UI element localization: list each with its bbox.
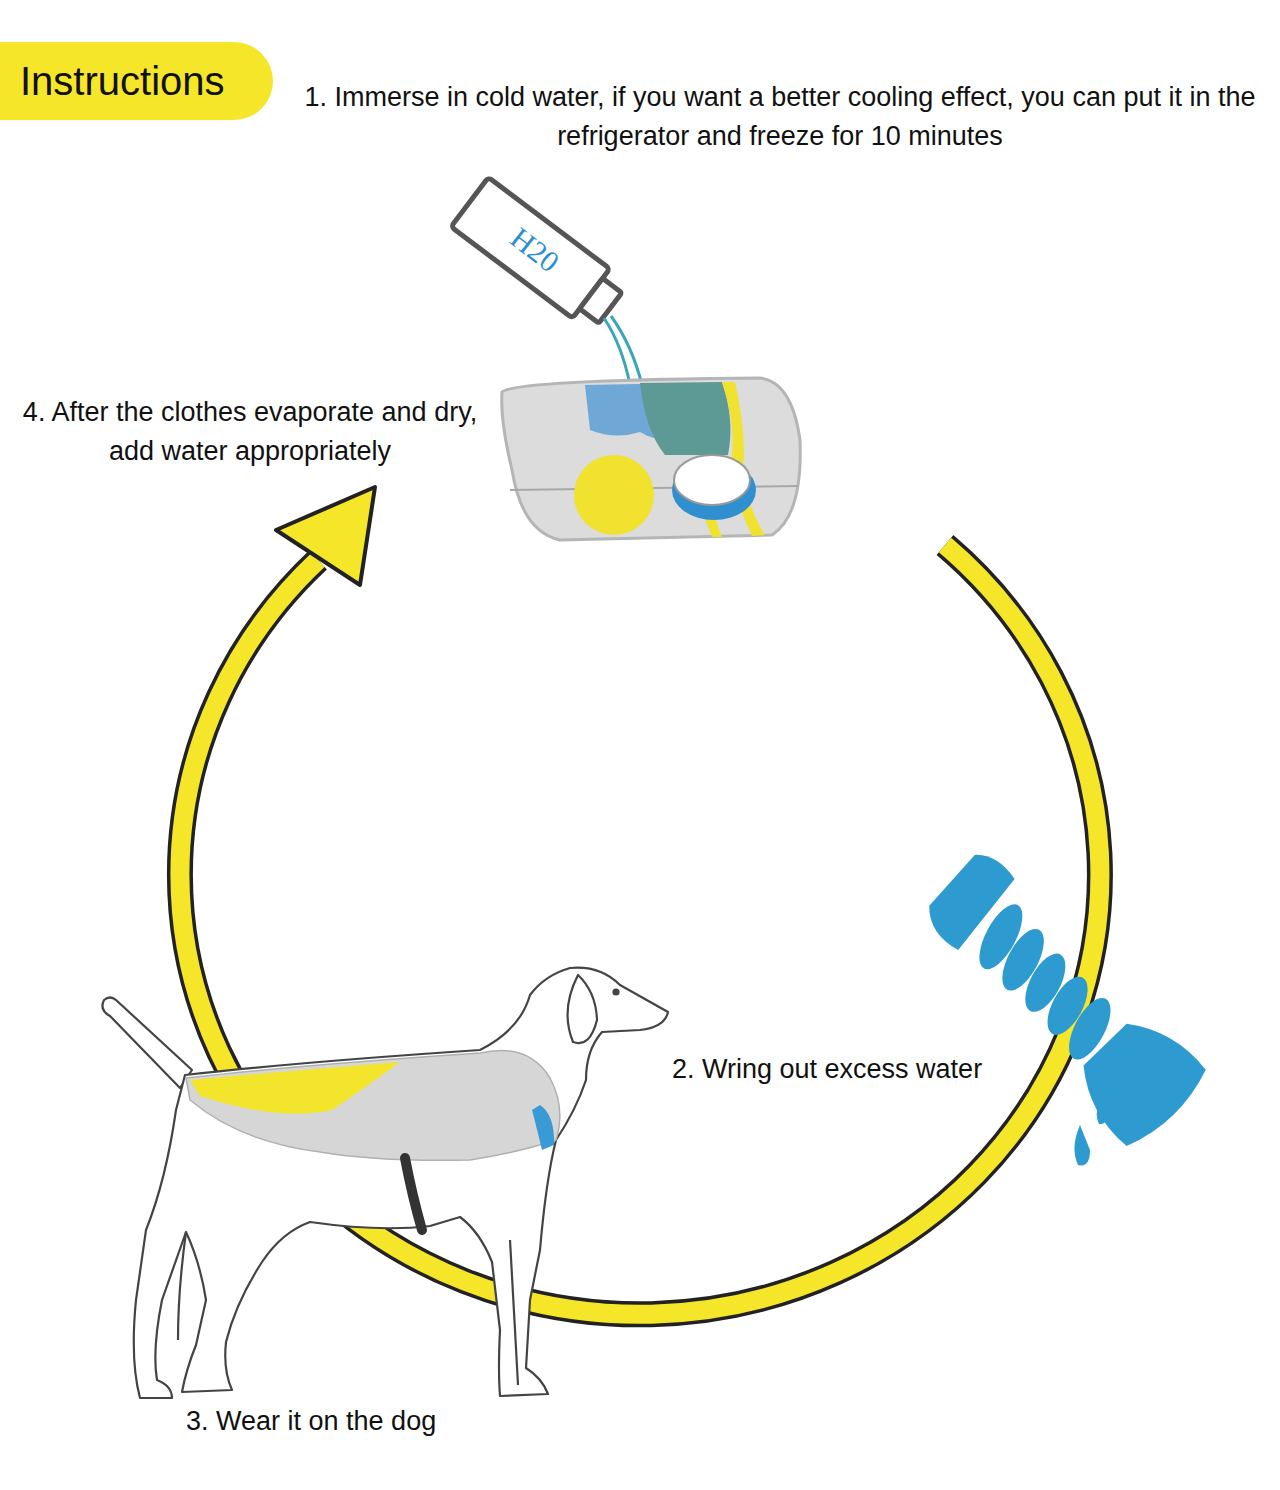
vest-body (186, 1050, 560, 1160)
vest-teal-patch (640, 382, 730, 455)
water-drops (1074, 1100, 1107, 1165)
step-text: 3. Wear it on the dog (186, 1402, 436, 1441)
vest-blue-patch (532, 1105, 554, 1150)
dog-leg-line (178, 1232, 186, 1340)
stream-line (611, 316, 642, 385)
water-drop (1074, 1125, 1090, 1165)
water-drop (1097, 1100, 1107, 1124)
arrow-head (276, 487, 375, 585)
bottle-cap (580, 278, 622, 323)
dog-body (134, 968, 668, 1398)
step-text-line: 2. Wring out excess water (672, 1054, 982, 1084)
wrung-cloth (907, 843, 1213, 1154)
cloth-end (1065, 1006, 1213, 1154)
step-text: 4. After the clothes evaporate and dry, … (5, 393, 495, 471)
vest-neck-hole (674, 455, 750, 505)
vest-yellow-dot (574, 455, 654, 535)
step-text-line: 4. After the clothes evaporate and dry, … (23, 397, 477, 466)
dog-ear (568, 975, 597, 1043)
vest-strap (405, 1158, 422, 1230)
title-pill: Instructions (0, 42, 273, 120)
step-text-line: 3. Wear it on the dog (186, 1406, 436, 1436)
dog-leg-line (510, 1240, 518, 1385)
cooling-vest (502, 378, 801, 540)
dog-vest (186, 1050, 560, 1230)
vest-yellow-patch (190, 1062, 400, 1114)
water-bottle (451, 177, 629, 332)
step-text: 1. Immerse in cold water, if you want a … (300, 78, 1260, 156)
bottle-label-text: H20 (505, 221, 566, 279)
water-stream (604, 316, 642, 385)
step-text: 2. Wring out excess water (672, 1050, 982, 1089)
dog-eye (614, 990, 619, 995)
vest-body (502, 378, 801, 540)
bottle-label: H20 (505, 222, 564, 277)
title-text: Instructions (20, 59, 225, 103)
dog-tail (102, 998, 192, 1089)
dog (102, 968, 668, 1398)
stream-line (604, 318, 630, 385)
step-text-line: 1. Immerse in cold water, if you want a … (304, 82, 1255, 151)
